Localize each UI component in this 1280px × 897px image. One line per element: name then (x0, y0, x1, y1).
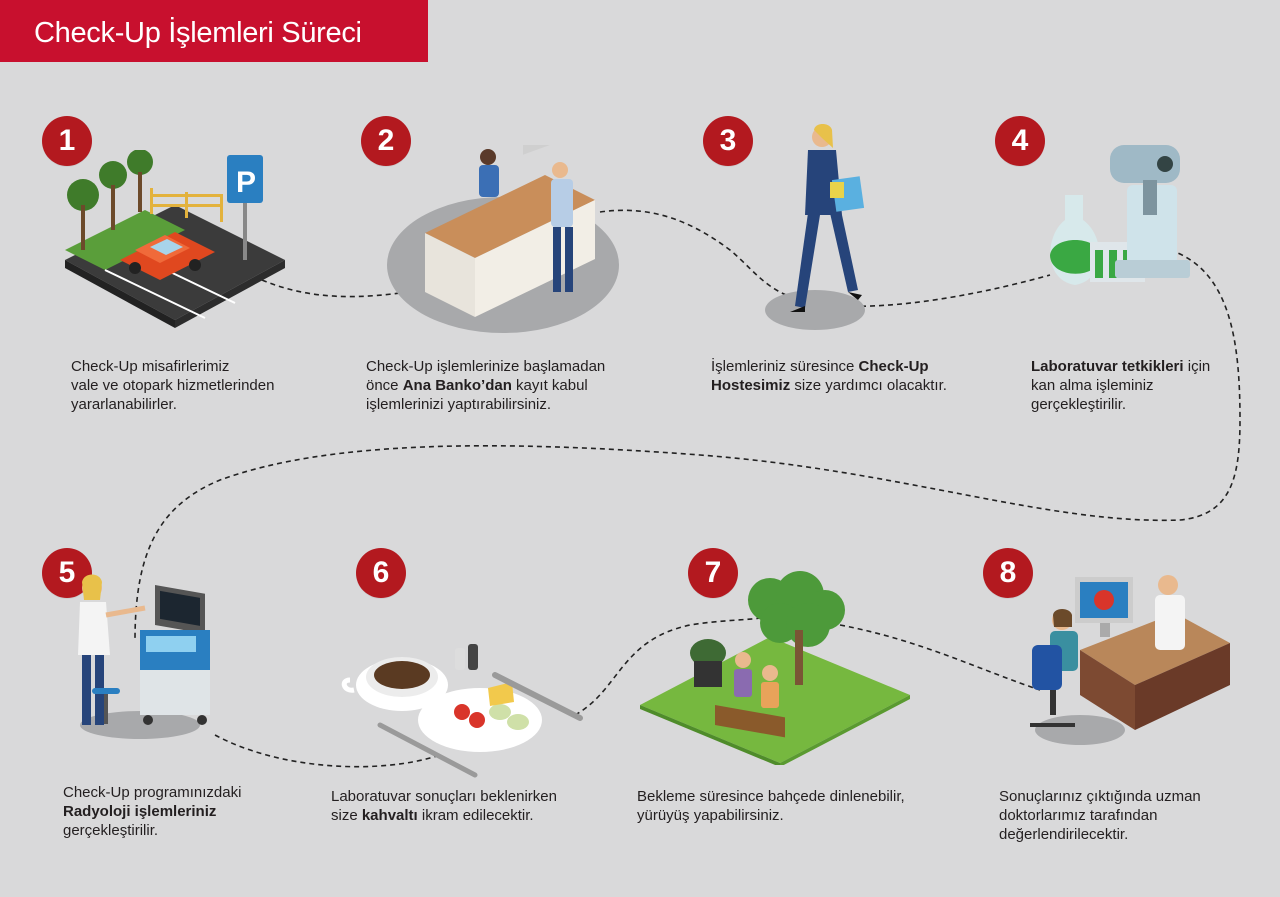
description-text: gerçekleştirilir. (1031, 396, 1127, 413)
description-line: size kahvaltı ikram edilecektir. (331, 806, 621, 825)
description-text: size yardımcı olacaktır. (790, 377, 947, 394)
description-text: değerlendirilecektir. (999, 826, 1129, 843)
description-line: Check-Up işlemlerinize başlamadan (366, 357, 666, 376)
description-text: işlemlerinizi yaptırabilirsiniz. (366, 396, 552, 413)
description-text: yürüyüş yapabilirsiniz. (637, 807, 784, 824)
description-text: için (1183, 358, 1211, 375)
description-text: İşlemleriniz süresince (711, 358, 859, 375)
description-line: önce Ana Banko’dan kayıt kabul (366, 376, 666, 395)
description-line: kan alma işleminiz (1031, 376, 1261, 395)
description-text: önce (366, 377, 403, 394)
description-line: İşlemleriniz süresince Check-Up (711, 357, 1001, 376)
step-3-badge: 3 (703, 116, 753, 166)
reception-desk-icon (387, 145, 619, 333)
description-bold-text: Laboratuvar tetkikleri (1031, 358, 1184, 375)
step-2-badge: 2 (361, 116, 411, 166)
page-title: Check-Up İşlemleri Süreci (34, 17, 362, 49)
description-line: Laboratuvar sonuçları beklenirken (331, 787, 621, 806)
description-line: Check-Up misafirlerimiz (71, 357, 341, 376)
description-line: Sonuçlarınız çıktığında uzman (999, 787, 1259, 806)
description-bold-text: kahvaltı (361, 807, 418, 824)
description-bold-text: Hostesimiz (711, 377, 791, 394)
step-7-badge: 7 (688, 548, 738, 598)
description-text: yararlanabilirler. (71, 396, 177, 413)
description-line: işlemlerinizi yaptırabilirsiniz. (366, 395, 666, 414)
description-bold-text: Ana Banko’dan (402, 377, 512, 394)
garden-icon (640, 571, 910, 765)
step-6-badge: 6 (356, 548, 406, 598)
description-line: yürüyüş yapabilirsiniz. (637, 806, 957, 825)
description-line: gerçekleştirilir. (63, 821, 323, 840)
description-text: kan alma işleminiz (1031, 377, 1154, 394)
step-8-description: Sonuçlarınız çıktığında uzman doktorlarım… (999, 787, 1259, 844)
description-text: kayıt kabul (511, 377, 588, 394)
doctor-consultation-icon (1030, 575, 1230, 745)
step-4-badge: 4 (995, 116, 1045, 166)
description-line: yararlanabilirler. (71, 395, 341, 414)
laboratory-icon (1050, 145, 1190, 285)
description-text: Sonuçlarınız çıktığında uzman (999, 788, 1201, 805)
step-7-description: Bekleme süresince bahçede dinlenebilir, y… (637, 787, 957, 825)
step-8-badge: 8 (983, 548, 1033, 598)
description-line: değerlendirilecektir. (999, 825, 1259, 844)
radiology-icon (78, 574, 210, 739)
description-text: Check-Up misafirlerimiz (71, 358, 230, 375)
description-text: Bekleme süresince bahçede dinlenebilir, (637, 788, 905, 805)
svg-text:P: P (236, 166, 256, 199)
description-text: doktorlarımız tarafından (999, 807, 1158, 824)
description-text: size (331, 807, 362, 824)
description-bold-text: Radyoloji işlemleriniz (63, 803, 217, 820)
hostess-icon (765, 124, 865, 330)
description-text: Check-Up programınızdaki (63, 784, 242, 801)
description-line: Hostesimiz size yardımcı olacaktır. (711, 376, 1001, 395)
description-line: gerçekleştirilir. (1031, 395, 1261, 414)
description-text: gerçekleştirilir. (63, 822, 159, 839)
breakfast-icon (341, 644, 583, 778)
description-text: Check-Up işlemlerinize başlamadan (366, 358, 606, 375)
description-line: Radyoloji işlemleriniz (63, 802, 323, 821)
parking-car-icon: P (65, 150, 285, 328)
description-line: Check-Up programınızdaki (63, 783, 323, 802)
description-line: vale ve otopark hizmetlerinden (71, 376, 341, 395)
step-1-description: Check-Up misafirlerimiz vale ve otopark h… (71, 357, 341, 414)
description-text: Laboratuvar sonuçları beklenirken (331, 788, 557, 805)
description-bold-text: Check-Up (858, 358, 929, 375)
description-line: Bekleme süresince bahçede dinlenebilir, (637, 787, 957, 806)
description-text: vale ve otopark hizmetlerinden (71, 377, 275, 394)
description-text: ikram edilecektir. (417, 807, 534, 824)
title-banner: Check-Up İşlemleri Süreci (0, 0, 428, 62)
description-line: doktorlarımız tarafından (999, 806, 1259, 825)
step-1-badge: 1 (42, 116, 92, 166)
description-line: Laboratuvar tetkikleri için (1031, 357, 1261, 376)
